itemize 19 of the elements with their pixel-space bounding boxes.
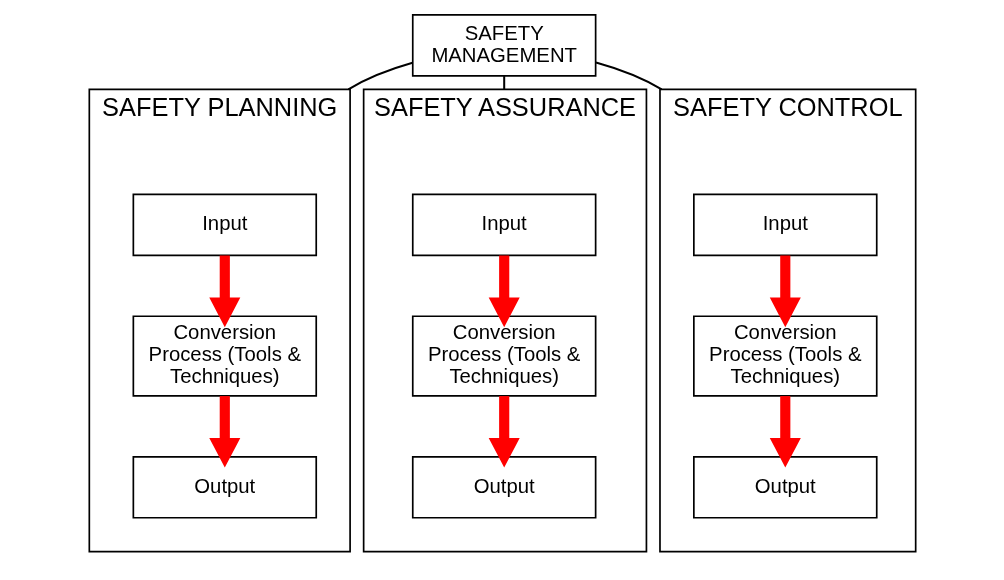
arrow: [769, 255, 801, 328]
connector: [347, 61, 413, 91]
arrow: [488, 396, 520, 468]
node-box: Input: [411, 193, 596, 257]
arrow: [769, 396, 801, 468]
node-box: Conversion Process (Tools & Techniques): [692, 315, 878, 397]
node-box: SAFETY MANAGEMENT: [411, 14, 596, 77]
node-box: Input: [692, 193, 878, 257]
connector: [595, 61, 662, 91]
node-box: Conversion Process (Tools & Techniques): [132, 315, 317, 397]
connector: [502, 76, 505, 90]
node-box: Input: [132, 193, 317, 257]
node-box: Conversion Process (Tools & Techniques): [411, 315, 596, 397]
arrow: [488, 255, 520, 328]
node-box: Output: [411, 455, 596, 519]
arrow: [208, 396, 240, 468]
node-box: Output: [132, 455, 317, 519]
node-box: Output: [692, 455, 878, 519]
arrow: [208, 255, 240, 328]
